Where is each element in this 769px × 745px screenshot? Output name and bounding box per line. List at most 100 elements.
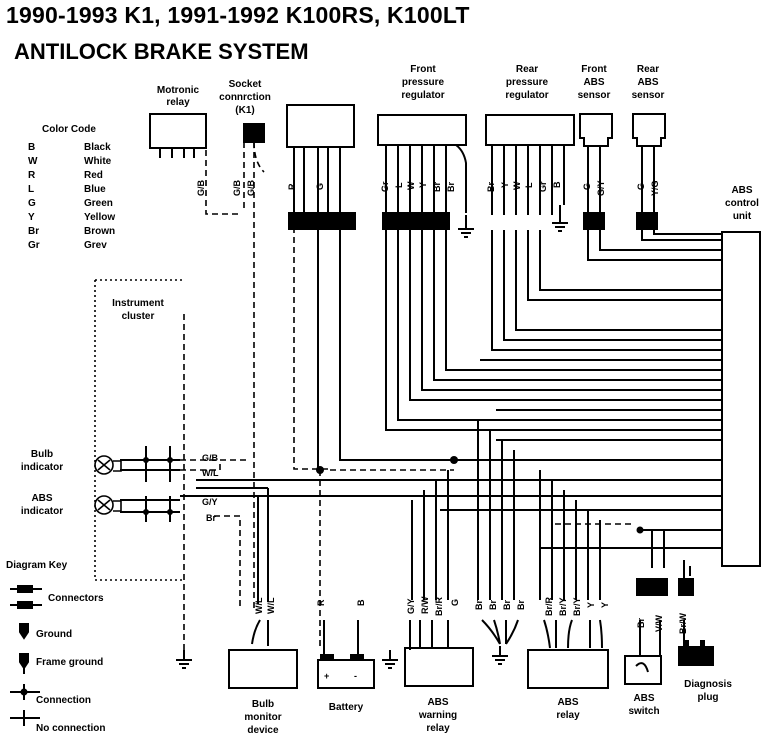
svg-text:R: R [28, 170, 36, 181]
svg-text:L: L [394, 182, 404, 188]
svg-text:ABS: ABS [731, 185, 752, 196]
diagnosis-connector [678, 578, 694, 596]
svg-text:Connection: Connection [36, 695, 91, 706]
battery-box [317, 659, 375, 689]
rear-regulator-box [485, 114, 575, 146]
abs-warning-relay-box [404, 647, 474, 687]
svg-text:Rear: Rear [637, 64, 659, 75]
svg-text:Bulb: Bulb [252, 699, 274, 710]
abs-indicator-lamp [94, 495, 114, 515]
svg-text:Battery: Battery [329, 702, 364, 713]
svg-text:G: G [28, 198, 36, 209]
svg-text:Brown: Brown [84, 226, 115, 237]
svg-text:indicator: indicator [21, 462, 63, 473]
svg-text:Br: Br [474, 600, 484, 610]
svg-text:Green: Green [84, 198, 113, 209]
svg-text:Br: Br [488, 600, 498, 610]
svg-text:Black: Black [84, 142, 111, 153]
svg-text:cluster: cluster [122, 311, 155, 322]
svg-text:sensor: sensor [578, 90, 611, 101]
svg-text:sensor: sensor [632, 90, 665, 101]
abs-relay-box [527, 649, 609, 689]
svg-text:ABS: ABS [557, 697, 578, 708]
svg-text:switch: switch [628, 706, 659, 717]
svg-text:L: L [28, 184, 34, 195]
svg-text:Frame ground: Frame ground [36, 657, 103, 668]
bulb-indicator-lamp [94, 455, 114, 475]
svg-text:Br: Br [516, 600, 526, 610]
bulb-monitor-device-box [228, 649, 298, 689]
svg-text:relay: relay [426, 723, 450, 734]
svg-text:Y: Y [500, 182, 510, 188]
socket-connector [243, 123, 265, 143]
svg-text:Br: Br [502, 600, 512, 610]
svg-text:G: G [315, 183, 325, 190]
svg-text:pressure: pressure [506, 77, 549, 88]
svg-text:Front: Front [581, 64, 607, 75]
svg-text:Socket: Socket [229, 79, 262, 90]
svg-text:relay: relay [556, 710, 580, 721]
diagram-title-line1: 1990-1993 K1, 1991-1992 K100RS, K100LT [6, 2, 470, 28]
svg-text:ABS: ABS [427, 697, 448, 708]
svg-text:Y: Y [28, 212, 35, 223]
rear-sensor-connector [636, 212, 658, 230]
motronic-relay-label-2: relay [166, 97, 190, 108]
svg-text:pressure: pressure [402, 77, 445, 88]
svg-text:Bulb: Bulb [31, 449, 53, 460]
diagram-title-line2: ANTILOCK BRAKE SYSTEM [14, 39, 309, 64]
svg-text:Gr: Gr [28, 240, 40, 251]
svg-text:G/Y: G/Y [406, 598, 416, 614]
svg-text:Br: Br [486, 182, 496, 192]
svg-text:G/B: G/B [232, 179, 242, 196]
svg-text:warning: warning [418, 710, 457, 721]
svg-text:Red: Red [84, 170, 103, 181]
svg-text:V/W: V/W [654, 614, 664, 632]
svg-text:Y: Y [418, 182, 428, 188]
motronic-relay-box [149, 113, 207, 149]
svg-text:indicator: indicator [21, 506, 63, 517]
svg-text:Br/Y: Br/Y [572, 597, 582, 616]
svg-text:+: + [324, 671, 329, 681]
svg-text:Br/R: Br/R [434, 596, 444, 616]
svg-text:Blue: Blue [84, 184, 106, 195]
svg-text:W/L: W/L [266, 597, 276, 614]
svg-text:-: - [354, 671, 357, 681]
svg-text:G/Y: G/Y [202, 497, 218, 507]
svg-text:White: White [84, 156, 112, 167]
svg-text:G/B: G/B [246, 179, 256, 196]
svg-text:Yellow: Yellow [84, 212, 115, 223]
svg-text:ABS: ABS [633, 693, 654, 704]
svg-text:Br/Y: Br/Y [558, 597, 568, 616]
svg-text:Grev: Grev [84, 240, 107, 251]
svg-text:B: B [356, 599, 366, 606]
abs-switch-box [624, 655, 662, 685]
svg-text:Br: Br [28, 226, 39, 237]
svg-text:W: W [406, 181, 416, 190]
svg-text:regulator: regulator [505, 90, 548, 101]
svg-text:monitor: monitor [244, 712, 281, 723]
svg-text:W: W [28, 156, 38, 167]
svg-text:device: device [247, 725, 279, 736]
svg-text:R: R [287, 183, 297, 190]
svg-text:Diagram Key: Diagram Key [6, 560, 68, 571]
svg-text:G: G [582, 183, 592, 190]
abs-control-unit-box [721, 231, 761, 567]
svg-text:No connection: No connection [36, 723, 105, 734]
svg-text:(K1): (K1) [235, 105, 254, 116]
front-regulator-connector [382, 212, 450, 230]
svg-text:R: R [316, 599, 326, 606]
diagnosis-plug-body [678, 646, 714, 666]
svg-text:unit: unit [733, 211, 752, 222]
upper-left-connector [288, 212, 356, 230]
svg-text:G: G [636, 183, 646, 190]
svg-text:Diagnosis: Diagnosis [684, 679, 732, 690]
svg-text:Gr: Gr [380, 181, 390, 192]
svg-text:G/Y: G/Y [596, 180, 606, 196]
front-upper-connector-box [286, 104, 355, 148]
svg-text:L: L [524, 182, 534, 188]
svg-text:regulator: regulator [401, 90, 444, 101]
rear-abs-sensor-body [632, 113, 666, 147]
svg-text:G/B: G/B [196, 179, 206, 196]
svg-text:connrction: connrction [219, 92, 271, 103]
